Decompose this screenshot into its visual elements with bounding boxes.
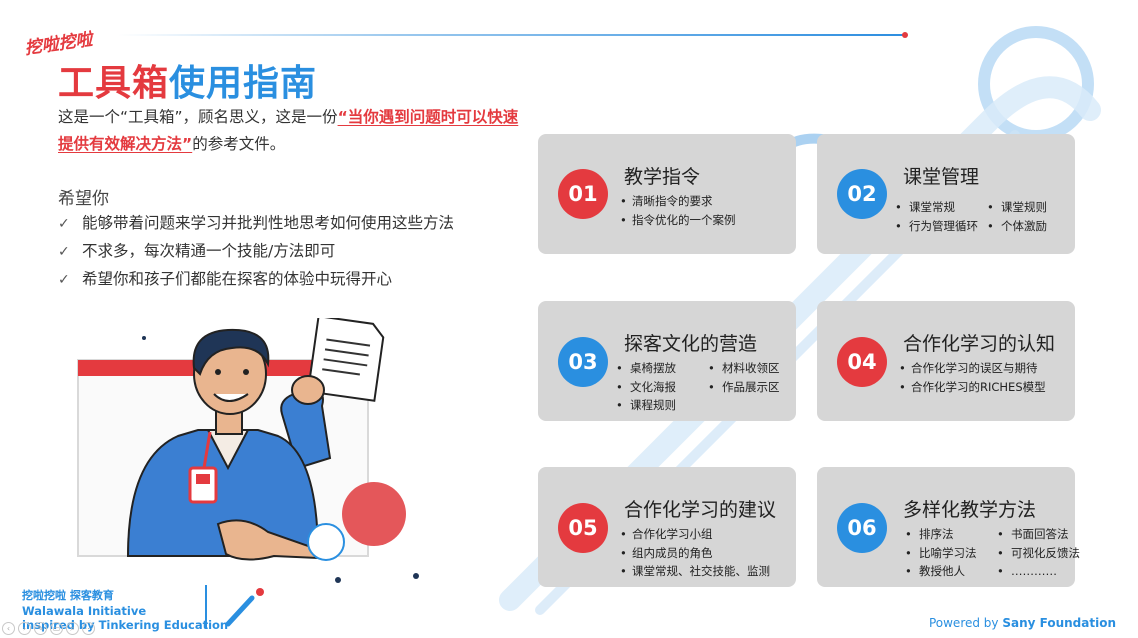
- list-item: 桌椅摆放: [614, 359, 706, 378]
- list-item: 合作化学习小组: [624, 525, 770, 544]
- hope-title: 希望你: [58, 189, 109, 209]
- card-items: 合作化学习的误区与期待 合作化学习的RICHES模型: [903, 359, 1046, 396]
- card-cooperative-learning-cognition[interactable]: 04 合作化学习的认知 合作化学习的误区与期待 合作化学习的RICHES模型: [817, 301, 1075, 421]
- hope-list: ✓能够带着问题来学习并批判性地思考如何使用这些方法 ✓不求多，每次精通一个技能/…: [58, 210, 454, 294]
- list-item: 行为管理循环: [893, 217, 985, 236]
- powered-by: Powered by Sany Foundation: [929, 616, 1116, 630]
- card-title: 合作化学习的认知: [903, 333, 1056, 355]
- list-item: ✓能够带着问题来学习并批判性地思考如何使用这些方法: [58, 210, 454, 238]
- brand-chinese-name: 挖啦挖啦 探客教育: [22, 589, 114, 602]
- page-title: 工具箱使用指南: [58, 54, 317, 106]
- card-number-badge: 06: [837, 503, 887, 553]
- pen-icon[interactable]: ✎: [34, 622, 47, 635]
- card-items: 排序法 书面回答法 比喻学习法 可视化反馈法 教授他人 …………: [903, 525, 1085, 581]
- list-item: 合作化学习的RICHES模型: [903, 378, 1046, 397]
- card-title: 多样化教学方法: [903, 499, 1037, 521]
- brand-english-line1: Walawala Initiative: [22, 604, 147, 618]
- card-tinkering-culture[interactable]: 03 探客文化的营造 桌椅摆放 材料收领区 文化海报 作品展示区 课程规则: [538, 301, 796, 421]
- list-item: 比喻学习法: [903, 544, 995, 563]
- card-number-badge: 05: [558, 503, 608, 553]
- card-title: 课堂管理: [903, 166, 980, 188]
- card-title: 探客文化的营造: [624, 333, 758, 355]
- list-item: 课堂常规: [893, 198, 985, 217]
- person-holding-document-illustration: [77, 318, 419, 583]
- slides-icon[interactable]: ▭: [50, 622, 63, 635]
- card-number-badge: 03: [558, 337, 608, 387]
- list-item: 个体激励: [985, 217, 1075, 236]
- check-icon: ✓: [58, 216, 70, 232]
- list-item: 指令优化的一个案例: [624, 211, 736, 230]
- card-diverse-teaching-methods[interactable]: 06 多样化教学方法 排序法 书面回答法 比喻学习法 可视化反馈法 教授他人 ……: [817, 467, 1080, 587]
- brand-divider: [205, 585, 207, 629]
- list-item: 文化海报: [614, 378, 706, 397]
- list-item: 书面回答法: [995, 525, 1085, 544]
- prev-slide-icon[interactable]: ‹: [2, 622, 15, 635]
- card-items: 清晰指令的要求 指令优化的一个案例: [624, 192, 736, 229]
- top-rule: [118, 34, 904, 36]
- walawala-logo: 挖啦挖啦: [24, 29, 97, 56]
- list-item: 材料收领区: [706, 359, 796, 378]
- powered-prefix: Powered by: [928, 616, 1003, 630]
- list-item: 可视化反馈法: [995, 544, 1085, 563]
- card-title: 合作化学习的建议: [624, 499, 777, 521]
- zoom-icon[interactable]: ⌕: [66, 622, 79, 635]
- brand-mark-icon: [225, 588, 264, 627]
- logo-text: 挖啦挖啦: [24, 29, 97, 56]
- slide-controls: ‹ › ✎ ▭ ⌕ ⋯: [2, 622, 95, 636]
- list-item: 排序法: [903, 525, 995, 544]
- list-item: ✓希望你和孩子们都能在探客的体验中玩得开心: [58, 266, 454, 294]
- check-icon: ✓: [58, 244, 70, 260]
- next-slide-icon[interactable]: ›: [18, 622, 31, 635]
- intro-after: 的参考文件。: [192, 135, 286, 153]
- list-item: 课程规则: [614, 396, 706, 415]
- list-item: 教授他人: [903, 562, 995, 581]
- card-items: 课堂常规 课堂规则 行为管理循环 个体激励: [893, 198, 1075, 235]
- list-item: 组内成员的角色: [624, 544, 770, 563]
- list-item: 课堂常规、社交技能、监测: [624, 562, 770, 581]
- card-teaching-instruction[interactable]: 01 教学指令 清晰指令的要求 指令优化的一个案例: [538, 134, 796, 254]
- intro-before: 这是一个“工具箱”，顾名思义，这是一份: [58, 108, 338, 126]
- card-number-badge: 04: [837, 337, 887, 387]
- powered-name: Sany Foundation: [1002, 616, 1116, 630]
- card-classroom-management[interactable]: 02 课堂管理 课堂常规 课堂规则 行为管理循环 个体激励: [817, 134, 1075, 254]
- title-part-1: 工具箱: [58, 63, 170, 104]
- intro-text: 这是一个“工具箱”，顾名思义，这是一份“当你遇到问题时可以快速提供有效解决方法”…: [58, 104, 528, 158]
- list-item: 合作化学习的误区与期待: [903, 359, 1046, 378]
- card-title: 教学指令: [624, 166, 701, 188]
- check-icon: ✓: [58, 272, 70, 288]
- list-item: 课堂规则: [985, 198, 1075, 217]
- more-icon[interactable]: ⋯: [82, 622, 95, 635]
- intro-highlight: “当你遇到问题时可以快速提供有效解决方法”: [58, 108, 519, 153]
- list-item: …………: [995, 562, 1085, 581]
- top-rule-dot: [902, 32, 908, 38]
- card-items: 合作化学习小组 组内成员的角色 课堂常规、社交技能、监测: [624, 525, 770, 581]
- list-item: ✓不求多，每次精通一个技能/方法即可: [58, 238, 454, 266]
- card-number-badge: 02: [837, 169, 887, 219]
- card-number-badge: 01: [558, 169, 608, 219]
- list-item: 清晰指令的要求: [624, 192, 736, 211]
- card-cooperative-learning-advice[interactable]: 05 合作化学习的建议 合作化学习小组 组内成员的角色 课堂常规、社交技能、监测: [538, 467, 796, 587]
- card-items: 桌椅摆放 材料收领区 文化海报 作品展示区 课程规则: [614, 359, 796, 415]
- list-item: 作品展示区: [706, 378, 796, 397]
- title-part-2: 使用指南: [169, 63, 318, 104]
